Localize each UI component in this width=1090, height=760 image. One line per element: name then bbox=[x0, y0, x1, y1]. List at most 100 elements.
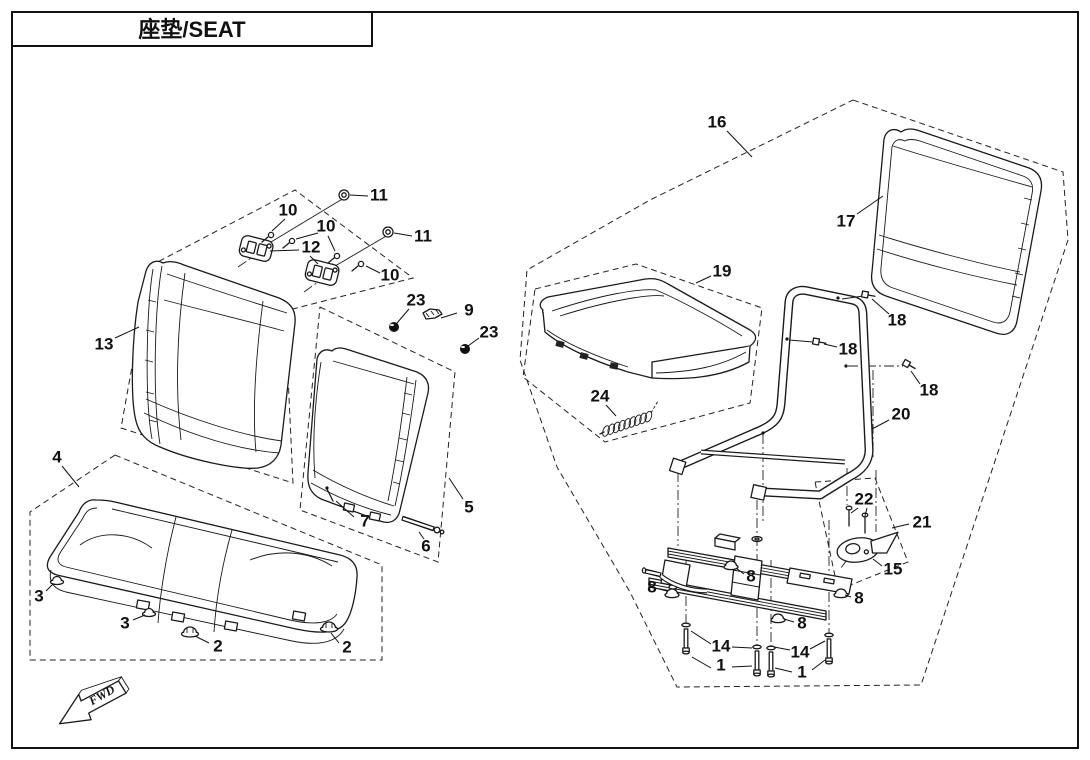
backrest-5 bbox=[307, 308, 470, 535]
callout-18-21: 18 bbox=[888, 310, 907, 329]
leader-line bbox=[773, 646, 791, 651]
hinge-hardware bbox=[238, 189, 394, 286]
leader-line bbox=[448, 477, 464, 500]
leader-line bbox=[823, 343, 838, 348]
leader-line bbox=[871, 298, 890, 315]
leader-line bbox=[731, 646, 753, 649]
caps-23 bbox=[389, 322, 470, 354]
leader-line bbox=[440, 312, 458, 319]
callout-3-15: 3 bbox=[120, 613, 129, 632]
feet-3 bbox=[49, 575, 157, 618]
callout-24-25: 24 bbox=[591, 386, 610, 405]
cushion-4 bbox=[46, 499, 358, 644]
screws-22 bbox=[845, 505, 869, 534]
leader-line bbox=[658, 588, 668, 592]
backrest-13 bbox=[131, 260, 296, 469]
callout-6-13: 6 bbox=[421, 536, 430, 555]
leader-line bbox=[735, 567, 745, 575]
leader-line bbox=[811, 659, 826, 671]
callout-10-7: 10 bbox=[381, 265, 400, 284]
callout-18-23: 18 bbox=[920, 380, 939, 399]
callout-14-33: 14 bbox=[712, 636, 731, 655]
callout-23-8: 23 bbox=[407, 290, 426, 309]
group-outline-cushion-19 bbox=[522, 263, 763, 443]
leader-line bbox=[910, 370, 921, 385]
callout-5-11: 5 bbox=[464, 497, 473, 516]
callout-17-19: 17 bbox=[837, 211, 856, 230]
callout-22-26: 22 bbox=[855, 489, 874, 508]
callout-18-22: 18 bbox=[839, 339, 858, 358]
leader-line bbox=[271, 218, 286, 232]
leader-line bbox=[871, 419, 890, 430]
leader-line bbox=[856, 195, 884, 215]
leader-line bbox=[349, 194, 369, 197]
group-outline-backrest-5 bbox=[299, 306, 456, 563]
callout-8-30: 8 bbox=[746, 566, 755, 585]
leader-line bbox=[844, 594, 852, 598]
leader-line bbox=[295, 232, 319, 240]
callout-3-14: 3 bbox=[34, 586, 43, 605]
leader-line bbox=[872, 558, 883, 567]
callout-1-35: 1 bbox=[716, 655, 725, 674]
slide-rails bbox=[641, 533, 853, 624]
leader-line bbox=[891, 523, 910, 529]
leader-line bbox=[194, 635, 210, 644]
leader-line bbox=[726, 130, 753, 158]
leader-line bbox=[335, 500, 355, 518]
leader-line bbox=[690, 630, 712, 645]
bolts-1-washers-14 bbox=[681, 622, 834, 678]
fwd-arrow: FWD bbox=[58, 675, 130, 725]
title-box bbox=[11, 11, 373, 47]
bolts-18 bbox=[811, 290, 916, 370]
leader-line bbox=[393, 232, 413, 237]
cushion-19 bbox=[539, 277, 757, 380]
clip-9 bbox=[422, 308, 443, 320]
leader-line bbox=[850, 507, 859, 514]
leader-line bbox=[731, 665, 753, 668]
leader-line bbox=[309, 255, 319, 265]
callout-2-16: 2 bbox=[213, 636, 222, 655]
spring-24 bbox=[599, 400, 659, 437]
nuts-11 bbox=[338, 189, 394, 238]
callout-2-17: 2 bbox=[342, 637, 351, 656]
callout-1-36: 1 bbox=[797, 662, 806, 681]
leader-line bbox=[61, 465, 80, 488]
leader-line bbox=[864, 507, 868, 517]
callout-10-3: 10 bbox=[279, 200, 298, 219]
callout-9-9: 9 bbox=[464, 300, 473, 319]
callout-19-20: 19 bbox=[713, 261, 732, 280]
leader-line bbox=[330, 632, 340, 644]
callout-21-27: 21 bbox=[913, 512, 932, 531]
hinge-bracket-12b bbox=[304, 259, 340, 286]
leader-line bbox=[691, 656, 712, 669]
callout-10-4: 10 bbox=[317, 216, 336, 235]
group-outline-assembly-16 bbox=[519, 99, 1069, 688]
pin-7 bbox=[325, 486, 334, 502]
leader-line bbox=[695, 275, 712, 284]
feet-2 bbox=[180, 621, 339, 638]
page-title: 座垫/SEAT bbox=[138, 17, 246, 42]
callout-4-1: 4 bbox=[52, 447, 62, 466]
leader-line bbox=[114, 326, 140, 339]
callout-14-34: 14 bbox=[791, 642, 810, 661]
callout-12-5: 12 bbox=[302, 237, 321, 256]
screws-10 bbox=[261, 231, 365, 272]
callout-11-6: 11 bbox=[414, 226, 432, 245]
leader-line bbox=[396, 308, 410, 324]
leader-line bbox=[418, 531, 425, 540]
hinge-bracket-12a bbox=[238, 235, 274, 262]
frame-20 bbox=[668, 285, 916, 501]
adjuster-handle bbox=[641, 567, 708, 594]
group-outline-cushion-4 bbox=[29, 454, 383, 661]
rod-6 bbox=[401, 515, 445, 535]
callout-8-32: 8 bbox=[797, 613, 806, 632]
callout-16-18: 16 bbox=[708, 112, 727, 131]
leader-line bbox=[269, 249, 300, 252]
backrest-17 bbox=[870, 128, 1043, 336]
feet-8 bbox=[664, 560, 849, 624]
callout-8-29: 8 bbox=[647, 577, 656, 596]
leader-line bbox=[327, 235, 336, 252]
